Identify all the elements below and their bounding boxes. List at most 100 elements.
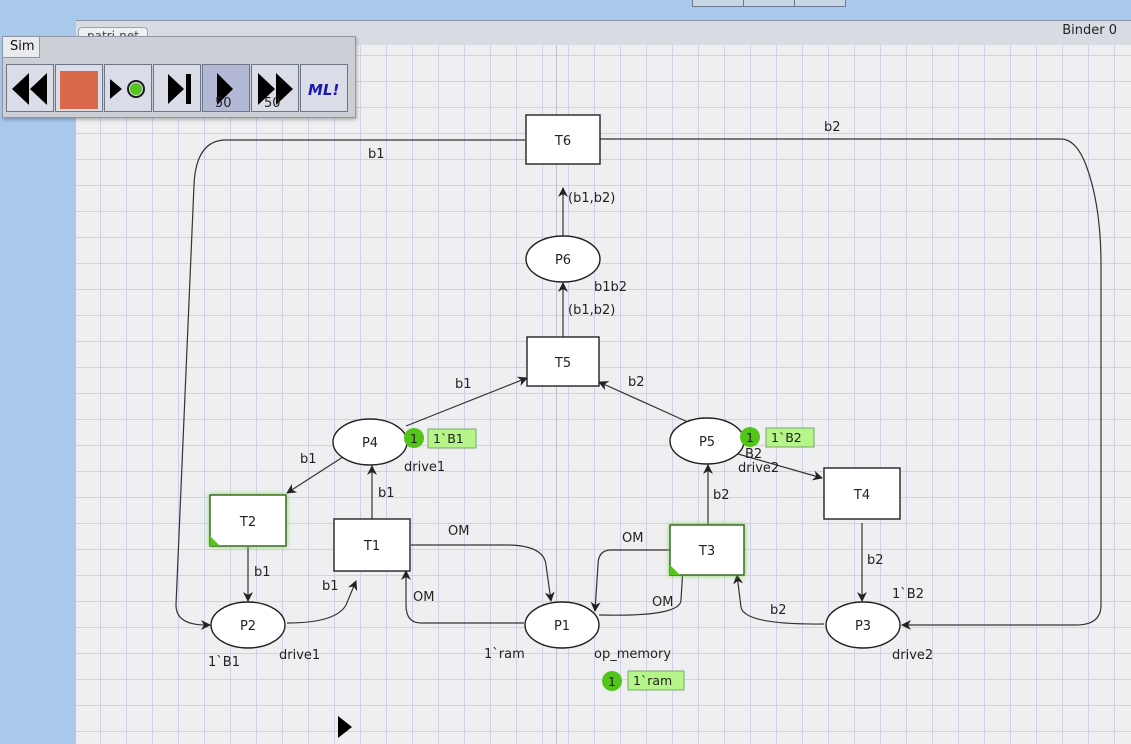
arc-p4-t5 bbox=[405, 376, 528, 427]
marking-p4[interactable]: 1 1`B1 bbox=[404, 428, 477, 449]
play-one-button[interactable] bbox=[104, 64, 152, 112]
arc-label-p1-t1: OM bbox=[413, 590, 434, 605]
marking-value-p4: 1`B1 bbox=[433, 431, 464, 446]
transition-label-t2: T2 bbox=[239, 515, 256, 530]
arc-label-t3-p1: OM bbox=[622, 531, 643, 546]
place-label-p6: P6 bbox=[555, 253, 571, 268]
arc-t1-p1 bbox=[411, 544, 555, 602]
arc-label-p4-t5: b1 bbox=[455, 377, 472, 392]
marking-p1[interactable]: 1 1`ram bbox=[602, 670, 685, 691]
arc-p4-t2 bbox=[286, 454, 347, 494]
arc-label-t1-p4: b1 bbox=[378, 486, 395, 501]
place-p2[interactable] bbox=[210, 601, 286, 649]
transition-label-t4: T4 bbox=[853, 488, 870, 503]
transition-t5[interactable] bbox=[526, 336, 600, 387]
type-label-p5: drive2 bbox=[738, 461, 779, 476]
transition-t1[interactable] bbox=[333, 518, 411, 572]
arc-label-p6-t6: (b1,b2) bbox=[568, 191, 615, 206]
arc-label-t6-p3: b2 bbox=[824, 120, 841, 135]
arc-label-p1-t3: OM bbox=[652, 595, 673, 610]
play-n-button[interactable]: 50 bbox=[202, 64, 250, 112]
init-marking-p3: 1`B2 bbox=[892, 587, 924, 602]
transition-label-t6: T6 bbox=[554, 134, 571, 149]
marking-value-p1: 1`ram bbox=[633, 673, 672, 688]
marking-p5[interactable]: 1 1`B2 bbox=[740, 427, 815, 448]
arc-label-t3-p5: b2 bbox=[713, 488, 730, 503]
step-forward-icon bbox=[168, 74, 191, 104]
marking-count-p5: 1 bbox=[746, 430, 754, 445]
arc-label-t5-p6: (b1,b2) bbox=[568, 303, 615, 318]
arc-t3-p1 bbox=[590, 549, 670, 612]
arc-label-t1-p1: OM bbox=[448, 524, 469, 539]
arc-p5-t4 bbox=[737, 453, 823, 481]
ml-label: ML! bbox=[308, 81, 339, 99]
transition-label-t1: T1 bbox=[363, 539, 380, 554]
arc-t6-p2 bbox=[175, 139, 525, 630]
net-canvas[interactable]: b1 b2 (b1,b2) (b1,b2) b1 b2 b1 b1 b2 b1 … bbox=[76, 45, 1131, 744]
arc-p2-t1 bbox=[286, 580, 358, 624]
arc-t6-p3 bbox=[600, 138, 1102, 630]
init-marking-p5: B2 bbox=[745, 447, 762, 462]
transition-t6[interactable] bbox=[525, 114, 601, 165]
binder-window: Binder 0 patri-net bbox=[76, 20, 1131, 744]
arc-label-t4-p3: b2 bbox=[867, 553, 884, 568]
transition-t3-enabled-corner bbox=[670, 565, 680, 575]
transition-t4[interactable] bbox=[823, 467, 901, 520]
place-label-p2: P2 bbox=[240, 619, 256, 634]
place-p1[interactable] bbox=[524, 601, 600, 649]
fast-forward-button[interactable]: 50 bbox=[251, 64, 299, 112]
arc-label-t6-p2: b1 bbox=[368, 147, 385, 162]
marking-count-p1: 1 bbox=[608, 674, 616, 689]
binder-title: Binder 0 bbox=[1062, 23, 1117, 38]
place-labels: P6 P4 P5 P2 P1 P3 bbox=[240, 253, 871, 634]
arc-labels: b1 b2 (b1,b2) (b1,b2) b1 b2 b1 b1 b2 b1 … bbox=[254, 120, 884, 618]
transitions bbox=[209, 114, 901, 576]
arc-p5-t5 bbox=[598, 381, 691, 424]
type-label-p6: b1b2 bbox=[594, 280, 627, 295]
play-icon bbox=[217, 73, 233, 105]
place-p3[interactable] bbox=[825, 601, 901, 649]
arc-p3-t3 bbox=[733, 574, 825, 625]
places bbox=[210, 235, 901, 649]
transition-label-t3: T3 bbox=[698, 544, 715, 559]
canvas-center-line bbox=[556, 45, 557, 744]
rewind-button[interactable] bbox=[6, 64, 54, 112]
ml-icon: ML! bbox=[308, 81, 339, 99]
place-p6[interactable] bbox=[525, 235, 601, 283]
init-marking-p2: 1`B1 bbox=[208, 655, 240, 670]
arc-label-t2-p2: b1 bbox=[254, 565, 271, 580]
arc-label-p2-t1: b1 bbox=[322, 579, 339, 594]
sim-tool-palette: Sim 50 50 ML! bbox=[2, 36, 356, 118]
play-single-icon bbox=[110, 79, 145, 99]
stop-button[interactable] bbox=[55, 64, 103, 112]
type-label-p3: drive2 bbox=[892, 648, 933, 663]
marking-value-p5: 1`B2 bbox=[771, 430, 802, 445]
rewind-icon bbox=[12, 73, 47, 105]
fast-forward-count: 50 bbox=[264, 96, 281, 111]
arc-p1-t1 bbox=[401, 570, 524, 624]
type-labels: b1b2 drive1 drive2 drive1 op_memory driv… bbox=[279, 280, 933, 663]
initial-markings: 1`B1 1`ram 1`B2 B2 bbox=[208, 447, 924, 670]
place-label-p5: P5 bbox=[699, 435, 715, 450]
transition-label-t5: T5 bbox=[554, 356, 571, 371]
place-label-p1: P1 bbox=[554, 619, 570, 634]
arc-label-p5-t5: b2 bbox=[628, 375, 645, 390]
sim-palette-tab[interactable]: Sim bbox=[3, 37, 40, 58]
step-one-button[interactable] bbox=[153, 64, 201, 112]
top-toolbar-fragment bbox=[692, 0, 846, 7]
arc-label-p3-t3: b2 bbox=[770, 603, 787, 618]
ml-evaluate-button[interactable]: ML! bbox=[300, 64, 348, 112]
place-label-p3: P3 bbox=[855, 619, 871, 634]
type-label-p4: drive1 bbox=[404, 460, 445, 475]
mouse-cursor-icon bbox=[338, 716, 352, 738]
arc-p1-t3 bbox=[598, 566, 688, 616]
marking-count-p4: 1 bbox=[410, 431, 418, 446]
arc-label-p4-t2: b1 bbox=[300, 452, 317, 467]
stop-icon bbox=[60, 71, 98, 109]
place-label-p4: P4 bbox=[362, 436, 378, 451]
play-n-count: 50 bbox=[215, 96, 232, 111]
type-label-p2: drive1 bbox=[279, 648, 320, 663]
transition-t3[interactable] bbox=[669, 524, 745, 576]
transition-labels: T6 T5 T2 T1 T3 T4 bbox=[239, 134, 870, 559]
transition-t2[interactable] bbox=[209, 494, 287, 547]
